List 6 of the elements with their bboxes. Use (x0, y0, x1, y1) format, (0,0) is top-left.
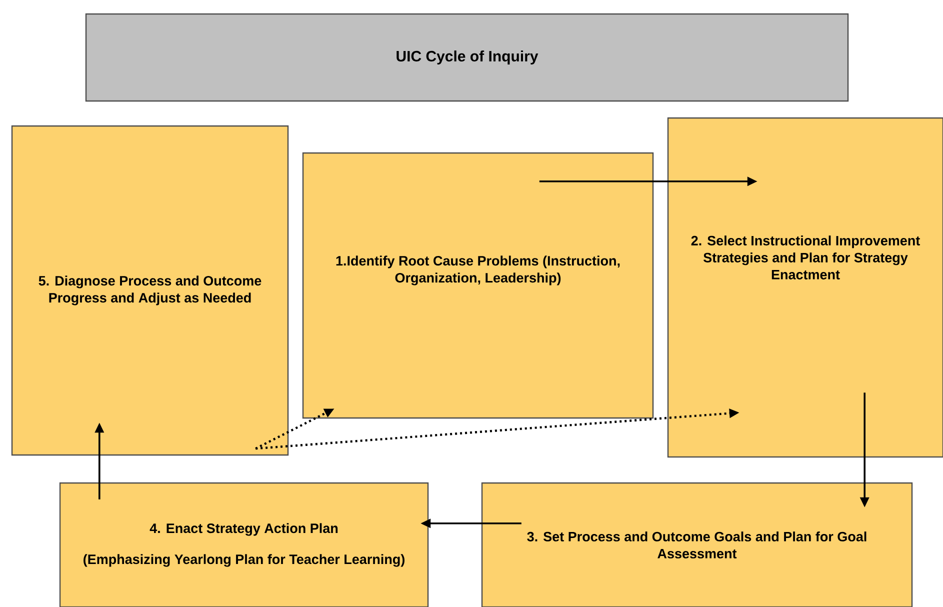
process-box: 2. Select Instructional Improvement Strategies and Plan for Strategy Enactment (667, 117, 943, 458)
process-box: 3. Set Process and Outcome Goals and Plan for Goal Assessment (481, 482, 913, 607)
process-box: 5. Diagnose Process and Outcome Progress and Adjust as Needed (11, 125, 289, 456)
process-box: 4. Enact Strategy Action Plan (Emphasizing Yearlong Plan for Teacher Learning) (59, 482, 429, 607)
title-box: UIC Cycle of Inquiry (85, 13, 849, 102)
process-box: 1.Identify Root Cause Problems (Instruction, Organization, Leadership) (302, 152, 654, 419)
